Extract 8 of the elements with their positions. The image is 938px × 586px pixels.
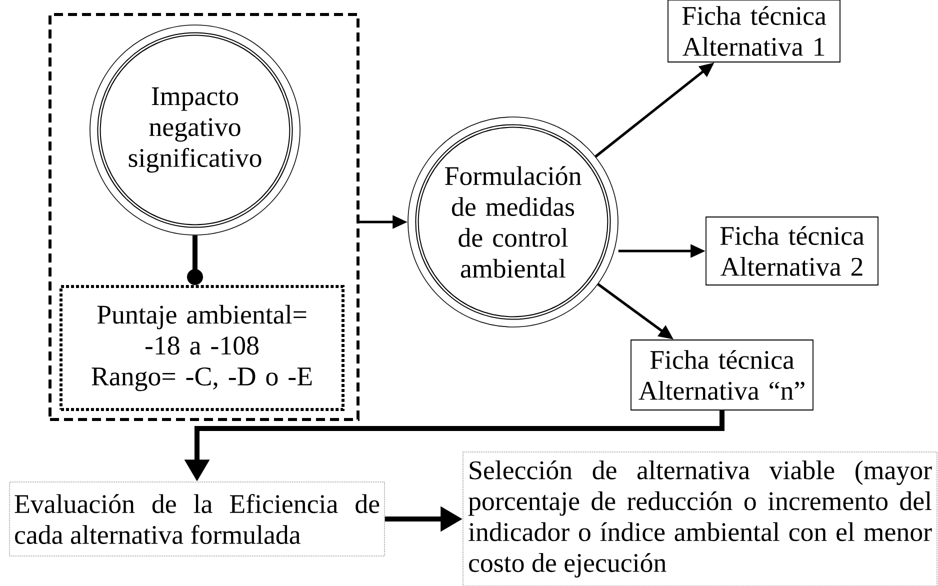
datasheet-box: Ficha técnica Alternativa “n” [630,340,814,410]
datasheet-box: Ficha técnica Alternativa 2 [706,216,878,286]
score-box: Puntaje ambiental= -18 a -108 Rango= -C, -D o -E [60,285,344,411]
arrow [187,235,203,285]
datasheet-box: Ficha técnica Alternativa 1 [668,0,840,62]
selection-box: Selección de alternativa viable (mayor porcentaje de reducción o incremento del indicador o índice ambiental con el menor costo de ejecución [462,452,938,586]
evaluation-box: Evaluación de la Eficiencia de cada alternativa formulada [9,482,385,556]
dashed-frame [48,13,360,421]
